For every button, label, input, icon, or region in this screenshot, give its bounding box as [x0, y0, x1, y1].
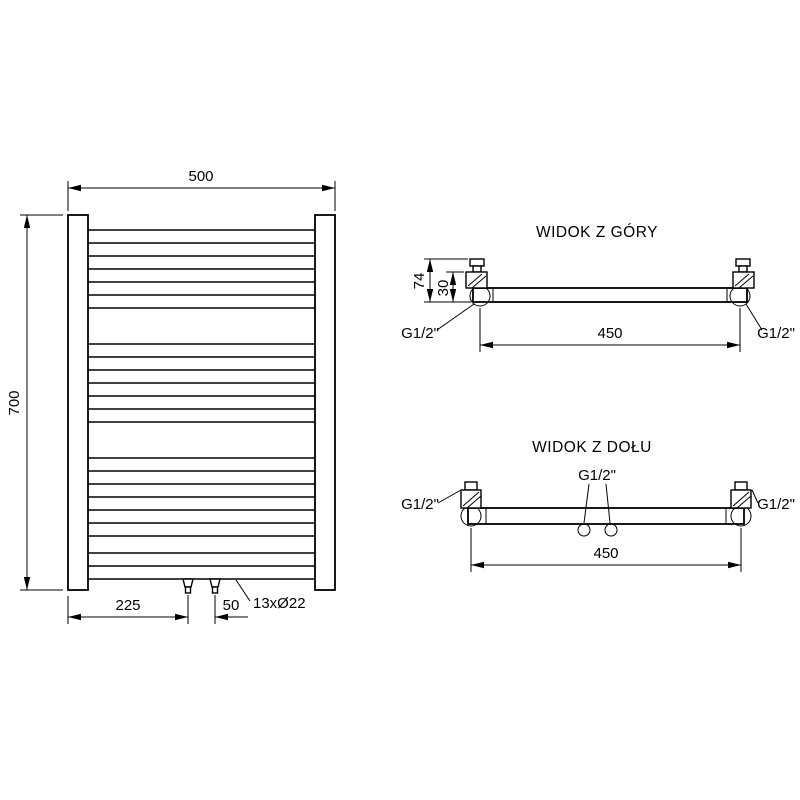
- tubes-label: 13xØ22: [253, 595, 306, 612]
- top-thread-left-label: G1/2": [401, 325, 439, 342]
- bottom-view: WIDOK Z DOŁU G1/2": [401, 439, 795, 572]
- dim-width: 500: [67, 168, 336, 211]
- bottom-connector-left: [182, 578, 194, 594]
- bottom-thread-left-label: G1/2": [401, 496, 439, 513]
- bottom-thread-center: G1/2": [578, 467, 616, 524]
- dim-depth-group: 74 30: [411, 258, 471, 303]
- top-thread-left: G1/2": [401, 303, 475, 342]
- bottom-right-fitting: [730, 481, 752, 509]
- top-dim-span: 450: [479, 308, 741, 352]
- top-view-title: WIDOK Z GÓRY: [536, 224, 658, 241]
- top-view-bar: [472, 287, 748, 303]
- bottom-thread-right-label: G1/2": [757, 496, 795, 513]
- front-view: 500 700 225 50 13xØ22: [6, 168, 336, 624]
- right-rail: [314, 214, 336, 591]
- dim-spacing-label: 50: [223, 597, 240, 614]
- top-view: WIDOK Z GÓRY: [401, 224, 795, 352]
- rung-group-3: [88, 457, 315, 537]
- rung-group-2: [88, 343, 315, 423]
- bottom-left-fitting: [460, 481, 482, 509]
- top-thread-right-label: G1/2": [757, 325, 795, 342]
- left-rail: [67, 214, 89, 591]
- top-thread-right: G1/2": [745, 303, 795, 342]
- bottom-thread-right: G1/2": [751, 489, 795, 513]
- dim-width-label: 500: [188, 168, 213, 185]
- bottom-thread-center-label: G1/2": [578, 467, 616, 484]
- tubes-callout: 13xØ22: [235, 579, 306, 612]
- dim-bottom: 225 50: [67, 595, 248, 624]
- bottom-dim-span-label: 450: [593, 545, 618, 562]
- rung-group-1: [88, 229, 315, 309]
- top-left-fitting: [465, 258, 488, 289]
- top-right-fitting: [732, 258, 755, 289]
- bottom-view-title: WIDOK Z DOŁU: [532, 439, 652, 456]
- center-port-right: [604, 523, 618, 537]
- center-port-left: [577, 523, 591, 537]
- rung-group-4: [88, 552, 315, 580]
- bottom-connector-right: [209, 578, 221, 594]
- bottom-left-bracket-circle: [460, 505, 482, 527]
- top-dim-span-label: 450: [597, 325, 622, 342]
- bottom-view-bar: [467, 507, 745, 525]
- bottom-dim-span: 450: [470, 528, 742, 572]
- dim-height-label: 700: [6, 390, 23, 415]
- bottom-thread-left: G1/2": [401, 489, 462, 513]
- bottom-right-bracket-circle: [730, 505, 752, 527]
- dim-height: 700: [6, 214, 63, 591]
- dim-depth-label: 74: [411, 273, 428, 290]
- dim-offset-label: 225: [115, 597, 140, 614]
- dim-axis-label: 30: [435, 280, 452, 297]
